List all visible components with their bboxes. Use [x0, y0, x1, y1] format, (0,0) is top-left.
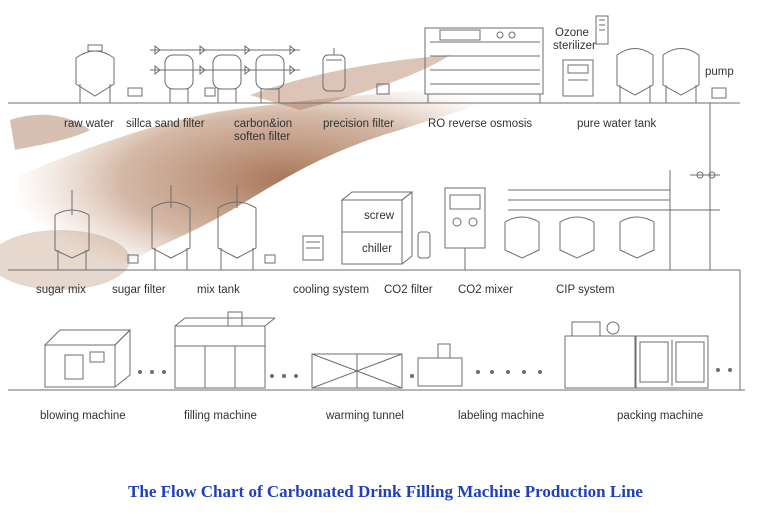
label-cooling-system: cooling system [293, 284, 370, 296]
label-pump: pump [705, 66, 734, 78]
screw-chiller-unit [340, 191, 414, 265]
co2-mixer-unit [444, 187, 486, 270]
label-cip-system: CIP system [556, 284, 615, 296]
label-screw: screw [364, 210, 395, 222]
label-sugar-filter: sugar filter [112, 284, 166, 296]
raw-water-tank [75, 44, 115, 103]
pure-water-tanks [616, 48, 700, 103]
label-precision-filter: precision filter [323, 118, 394, 130]
label-blowing-machine: blowing machine [40, 410, 126, 422]
label-silica-sand-filter: sillca sand filter [126, 118, 205, 130]
conveyor-bottles [138, 368, 732, 378]
label-sugar-mix: sugar mix [36, 284, 86, 296]
filling-machine-unit [174, 311, 276, 389]
label-soften-filter: soften filter [234, 131, 291, 143]
labeling-machine-unit [417, 343, 463, 387]
label-warming-tunnel: warming tunnel [326, 410, 404, 422]
label-pure-water-tank: pure water tank [577, 118, 657, 130]
co2-filter-unit [417, 231, 431, 259]
blowing-machine-unit [43, 329, 132, 388]
label-chiller: chiller [362, 243, 393, 255]
sand-carbon-filters [127, 44, 300, 103]
label-labeling-machine: labeling machine [458, 410, 545, 422]
label-sterilizer: sterilizer [553, 40, 596, 52]
label-filling-machine: filling machine [184, 410, 257, 422]
mix-tank [217, 185, 276, 270]
label-ro: RO reverse osmosis [428, 118, 533, 130]
watermark-splash [0, 55, 560, 290]
diagram-caption: The Flow Chart of Carbonated Drink Filli… [128, 482, 643, 501]
label-co2-filter: CO2 filter [384, 284, 433, 296]
label-co2-mixer: CO2 mixer [458, 284, 513, 296]
label-raw-water: raw water [64, 118, 114, 130]
label-carbon-ion: carbon&ion [234, 118, 293, 130]
sugar-filter-tank [127, 185, 191, 270]
packing-machine-unit [564, 321, 709, 389]
ozone-sterilizer [562, 15, 609, 97]
cooling-system-unit [302, 235, 324, 261]
warming-tunnel-unit [311, 353, 403, 389]
precision-filter [322, 48, 390, 95]
sugar-mix-tank [54, 190, 90, 270]
ro-unit [424, 27, 544, 103]
cip-system-unit [504, 170, 720, 270]
pump-unit [711, 87, 727, 99]
label-ozone: Ozone [555, 27, 589, 39]
label-mix-tank: mix tank [197, 284, 240, 296]
label-packing-machine: packing machine [617, 410, 704, 422]
